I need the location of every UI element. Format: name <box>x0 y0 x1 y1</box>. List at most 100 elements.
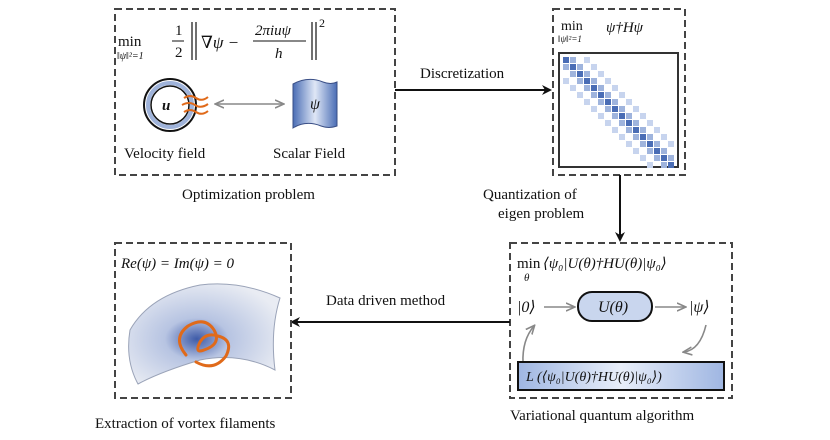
matrix-cell <box>605 78 611 84</box>
eigen-expression: ψ†Hψ <box>606 20 644 36</box>
optimization-box <box>114 8 396 176</box>
matrix-cell <box>633 134 639 140</box>
vqa-min-sub: θ <box>524 272 530 284</box>
matrix-cell <box>647 162 653 168</box>
matrix-cell <box>668 162 674 168</box>
matrix-cell <box>591 106 597 112</box>
vqa-box <box>509 242 733 399</box>
matrix-cell <box>654 127 660 133</box>
matrix-cell <box>584 78 590 84</box>
velocity-ring-icon <box>143 78 209 132</box>
measure-arrow <box>684 324 707 352</box>
matrix-cell <box>605 106 611 112</box>
vqa-min: min <box>517 256 541 272</box>
matrix-cell <box>619 113 625 119</box>
matrix-cell <box>598 113 604 119</box>
matrix-cell <box>563 64 569 70</box>
matrix-cell <box>612 113 618 119</box>
matrix-cell <box>605 92 611 98</box>
matrix-cell <box>591 92 597 98</box>
matrix-cell <box>591 64 597 70</box>
eigen-panel: min ‖ψ‖²=1 ψ†Hψ <box>552 8 686 176</box>
quantization-label-line2: eigen problem <box>498 206 585 222</box>
matrix-cell <box>640 127 646 133</box>
matrix-cell <box>612 127 618 133</box>
matrix-cell <box>668 141 674 147</box>
vqa-panel: min θ ⟨ψ₀|U(θ)†HU(θ)|ψ₀⟩ |0⟩ U(θ) |ψ⟩ L … <box>509 242 733 399</box>
matrix-cell <box>626 120 632 126</box>
formula-constraint: ‖ψ‖²=1 <box>117 51 144 62</box>
fraction-denominator: h <box>275 46 283 62</box>
matrix-cell <box>584 99 590 105</box>
matrix-cell <box>605 99 611 105</box>
matrix-cell <box>598 71 604 77</box>
matrix-cell <box>661 155 667 161</box>
matrix-cell <box>619 120 625 126</box>
matrix-cell <box>570 57 576 63</box>
matrix-cell <box>619 134 625 140</box>
matrix-cell <box>661 162 667 168</box>
matrix-cell <box>584 57 590 63</box>
matrix-cells <box>563 57 674 168</box>
vortex-caption: Extraction of vortex filaments <box>95 416 276 432</box>
matrix-cell <box>661 134 667 140</box>
formula-min: min <box>118 34 142 50</box>
matrix-cell <box>633 127 639 133</box>
matrix-cell <box>647 134 653 140</box>
matrix-cell <box>619 106 625 112</box>
matrix-cell <box>668 155 674 161</box>
quantization-label-line1: Quantization of <box>483 187 577 203</box>
matrix-cell <box>598 99 604 105</box>
matrix-cell <box>626 99 632 105</box>
matrix-cell <box>654 155 660 161</box>
matrix-cell <box>633 120 639 126</box>
vortex-filament <box>178 320 231 368</box>
unitary-label: U(θ) <box>598 299 628 316</box>
scalar-field-sheet-icon <box>292 78 338 129</box>
matrix-cell <box>577 64 583 70</box>
matrix-cell <box>626 127 632 133</box>
matrix-cell <box>570 64 576 70</box>
scalar-label: Scalar Field <box>273 146 346 162</box>
vqa-caption: Variational quantum algorithm <box>510 408 694 424</box>
matrix-cell <box>563 78 569 84</box>
matrix-cell <box>584 71 590 77</box>
matrix-cell <box>591 85 597 91</box>
matrix-cell <box>598 85 604 91</box>
matrix-cell <box>612 85 618 91</box>
feedback-arrow <box>522 326 534 364</box>
loss-block <box>517 361 725 391</box>
matrix-cell <box>640 155 646 161</box>
eigen-min: min <box>561 19 583 34</box>
half-numerator: 1 <box>175 23 183 39</box>
matrix-cell <box>654 141 660 147</box>
ket-zero: |0⟩ <box>517 299 536 316</box>
optimization-caption: Optimization problem <box>182 187 315 203</box>
matrix-cell <box>626 141 632 147</box>
eigen-constraint: ‖ψ‖²=1 <box>558 34 582 44</box>
matrix-cell <box>598 92 604 98</box>
data-driven-label: Data driven method <box>326 293 446 309</box>
matrix-cell <box>626 113 632 119</box>
matrix-cell <box>633 148 639 154</box>
matrix-cell <box>605 120 611 126</box>
matrix-cell <box>577 92 583 98</box>
matrix-cell <box>640 141 646 147</box>
loss-label: L (⟨ψ₀|U(θ)†HU(θ)|ψ₀⟩) <box>525 370 662 385</box>
matrix-cell <box>619 92 625 98</box>
matrix-cell <box>647 148 653 154</box>
ket-psi: |ψ⟩ <box>689 299 710 316</box>
matrix-cell <box>647 141 653 147</box>
matrix-cell <box>654 148 660 154</box>
matrix-cell <box>584 85 590 91</box>
matrix-cell <box>577 78 583 84</box>
fraction-numerator: 2πiuψ <box>255 23 292 39</box>
matrix-cell <box>570 85 576 91</box>
velocity-label: Velocity field <box>124 146 206 162</box>
vortex-box <box>114 242 292 399</box>
matrix-cell <box>591 78 597 84</box>
scalar-symbol: ψ <box>310 96 321 113</box>
matrix-cell <box>647 120 653 126</box>
norm-power: 2 <box>319 16 325 30</box>
vortex-panel: Re(ψ) = Im(ψ) = 0 <box>114 242 292 399</box>
